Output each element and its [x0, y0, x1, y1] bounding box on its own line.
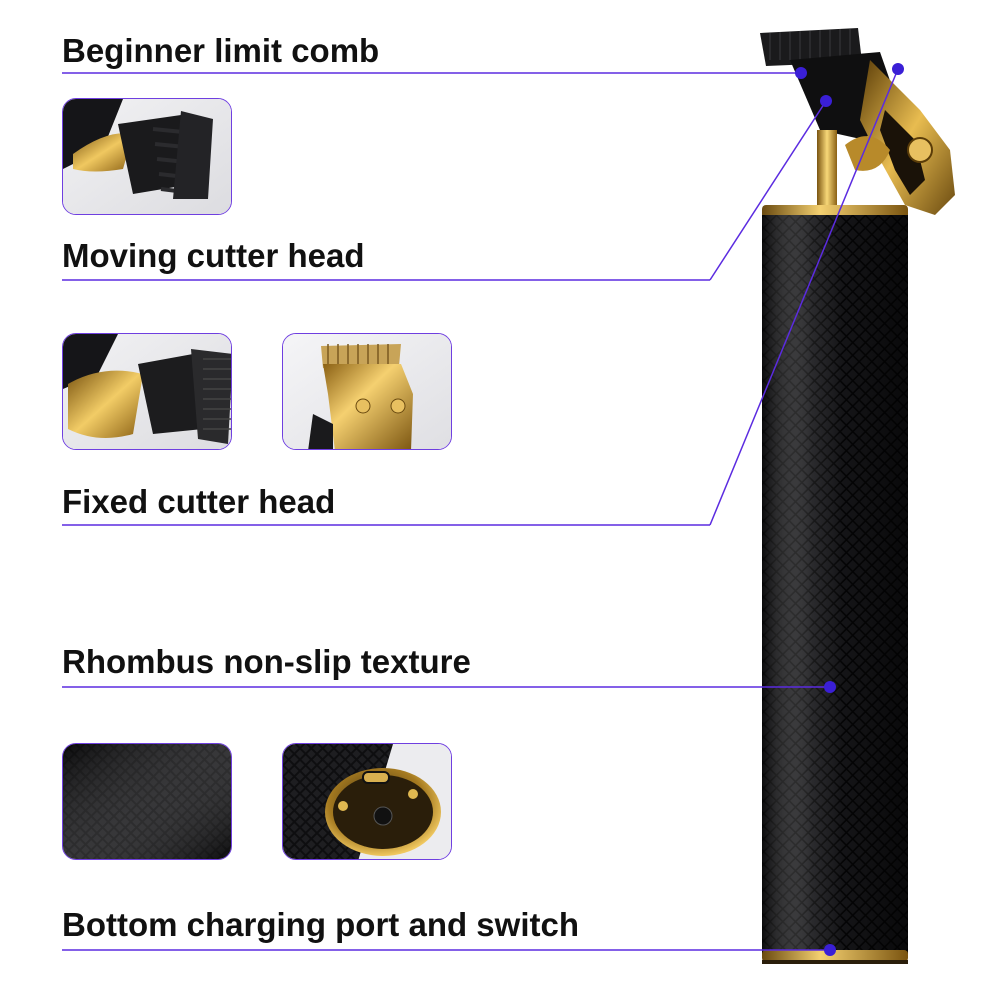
- moving-blade-photo: [63, 334, 231, 449]
- charging-port-photo: [283, 744, 451, 859]
- thumb-limit-comb: [62, 98, 232, 215]
- label-fixed-cutter-head: Fixed cutter head: [62, 483, 336, 520]
- dot-fixed-cutter: [892, 63, 904, 75]
- label-bottom-charging: Bottom charging port and switch: [62, 906, 579, 943]
- dot-texture: [824, 681, 836, 693]
- label-moving-cutter-head: Moving cutter head: [62, 237, 365, 274]
- texture-photo: [63, 744, 231, 859]
- thumb-charging-port: [282, 743, 452, 860]
- fixed-blade-photo: [283, 334, 451, 449]
- label-beginner-limit-comb: Beginner limit comb: [62, 32, 380, 69]
- dot-charging: [824, 944, 836, 956]
- thumb-texture: [62, 743, 232, 860]
- label-rhombus-texture: Rhombus non-slip texture: [62, 643, 471, 680]
- limit-comb-photo: [63, 99, 231, 214]
- thumb-moving-blade: [62, 333, 232, 450]
- gold-post: [817, 130, 837, 212]
- dot-limit-comb: [795, 67, 807, 79]
- dot-moving-cutter: [820, 95, 832, 107]
- thumb-fixed-blade: [282, 333, 452, 450]
